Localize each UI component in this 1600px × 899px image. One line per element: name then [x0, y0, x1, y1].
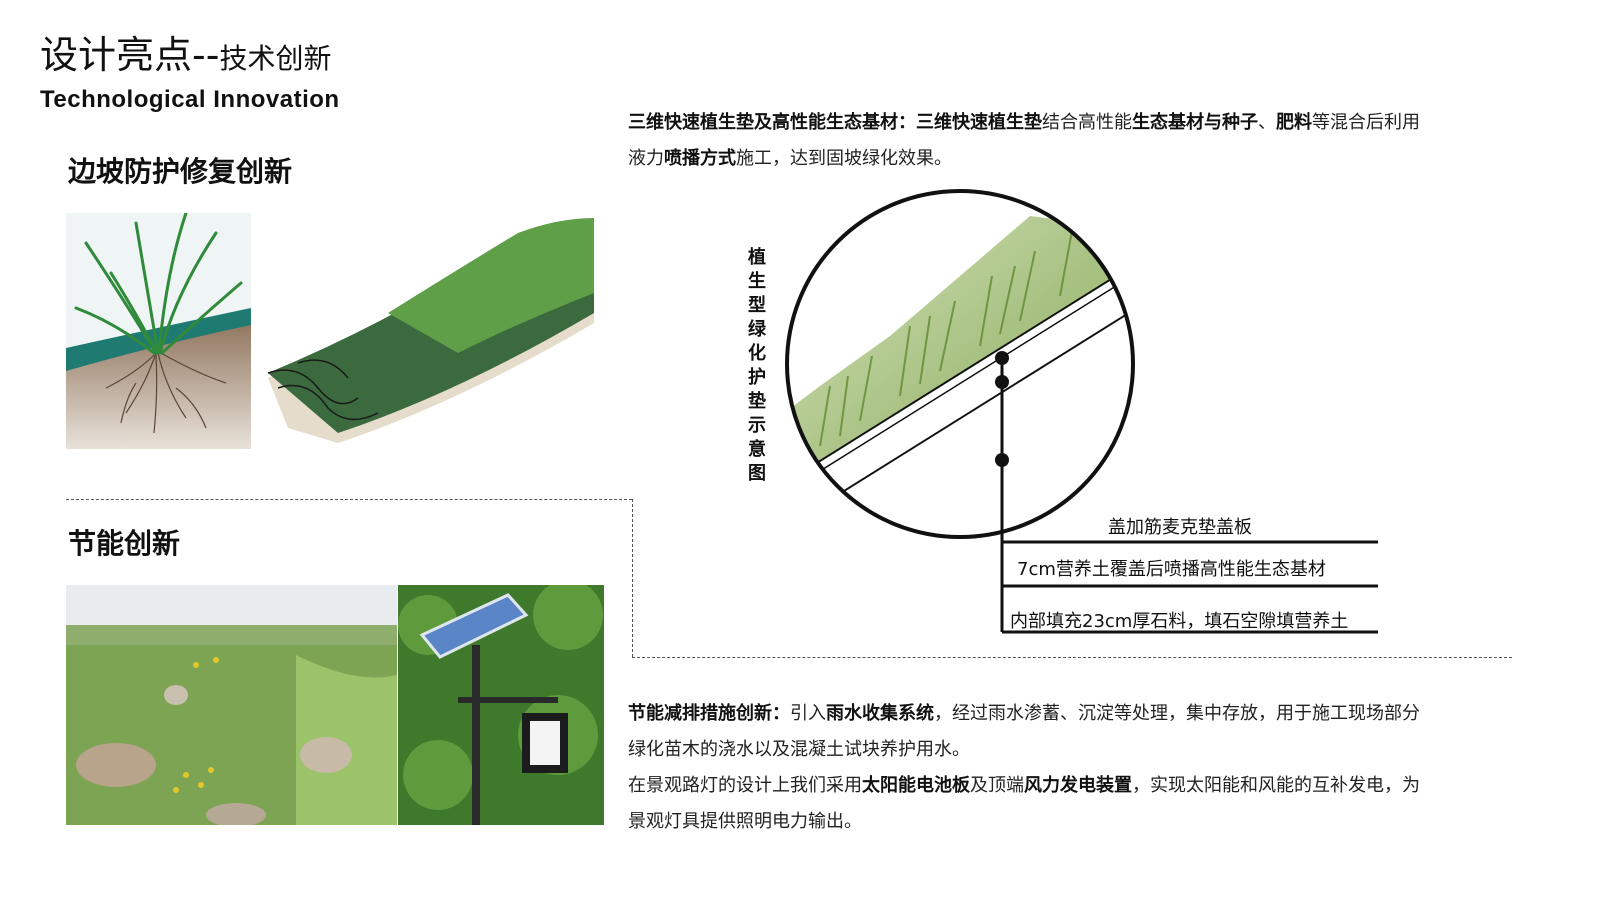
energy-desc-text-7: 景观灯具提供照明电力输出。 [628, 811, 862, 832]
energy-desc-text-3: 绿化苗木的浇水以及混凝土试块养护用水。 [628, 739, 970, 760]
energy-desc-text-2: ，经过雨水渗蓄、沉淀等处理，集中存放，用于施工现场部分 [934, 703, 1420, 724]
section-divider-bottom [632, 657, 1512, 658]
section-divider [66, 499, 632, 500]
page-title: 设计亮点--技术创新 [40, 30, 331, 84]
energy-desc-bold-4: 风力发电装置 [1024, 775, 1132, 796]
page-title-english: Technological Innovation [40, 86, 340, 113]
mat-description: 三维快速植生垫及高性能生态基材：三维快速植生垫结合高性能生态基材与种子、肥料等混… [628, 105, 1508, 177]
solar-street-lamp-photo [398, 585, 604, 825]
mat-desc-text-2: 、 [1258, 112, 1276, 133]
energy-desc-text-1: 引入 [790, 703, 826, 724]
mat-desc-text-5: 施工，达到固坡绿化效果。 [736, 148, 952, 169]
energy-desc-bold-3: 太阳能电池板 [862, 775, 970, 796]
vegetation-mat-illustration [258, 213, 594, 449]
mat-desc-text-4: 液力 [628, 148, 664, 169]
mat-desc-bold-4: 喷播方式 [664, 148, 736, 169]
title-sub: 技术创新 [219, 42, 332, 75]
vegetation-mat-diagram [780, 186, 1140, 546]
energy-desc-text-4: 在景观路灯的设计上我们采用 [628, 775, 862, 796]
energy-description: 节能减排措施创新：引入雨水收集系统，经过雨水渗蓄、沉淀等处理，集中存放，用于施工… [628, 696, 1508, 840]
rain-garden-photo [66, 585, 397, 825]
mat-desc-bold-1: 三维快速植生垫及高性能生态基材：三维快速植生垫 [628, 112, 1042, 133]
layer-label-soil: 7cm营养土覆盖后喷播高性能生态基材 [1017, 559, 1326, 580]
mat-desc-bold-3: 肥料 [1276, 112, 1312, 133]
diagram-leader-lines [1000, 358, 1380, 638]
mat-desc-text-1: 结合高性能 [1042, 112, 1132, 133]
title-separator: -- [192, 33, 220, 77]
energy-desc-text-6: ，实现太阳能和风能的互补发电，为 [1132, 775, 1420, 796]
energy-desc-text-5: 及顶端 [970, 775, 1024, 796]
layer-label-stone: 内部填充23cm厚石料，填石空隙填营养土 [1010, 611, 1349, 632]
section-divider-vertical [632, 499, 633, 657]
slope-section-heading: 边坡防护修复创新 [68, 155, 293, 188]
diagram-vertical-title: 植生型绿化护垫示意图 [748, 247, 766, 484]
layer-label-cover: 盖加筋麦克垫盖板 [1108, 517, 1252, 538]
energy-desc-bold-1: 节能减排措施创新： [628, 703, 790, 724]
title-main: 设计亮点 [40, 33, 193, 77]
grass-root-illustration [66, 213, 251, 449]
mat-desc-bold-2: 生态基材与种子 [1132, 112, 1258, 133]
mat-desc-text-3: 等混合后利用 [1312, 112, 1420, 133]
energy-section-heading: 节能创新 [68, 527, 181, 560]
energy-desc-bold-2: 雨水收集系统 [826, 703, 934, 724]
